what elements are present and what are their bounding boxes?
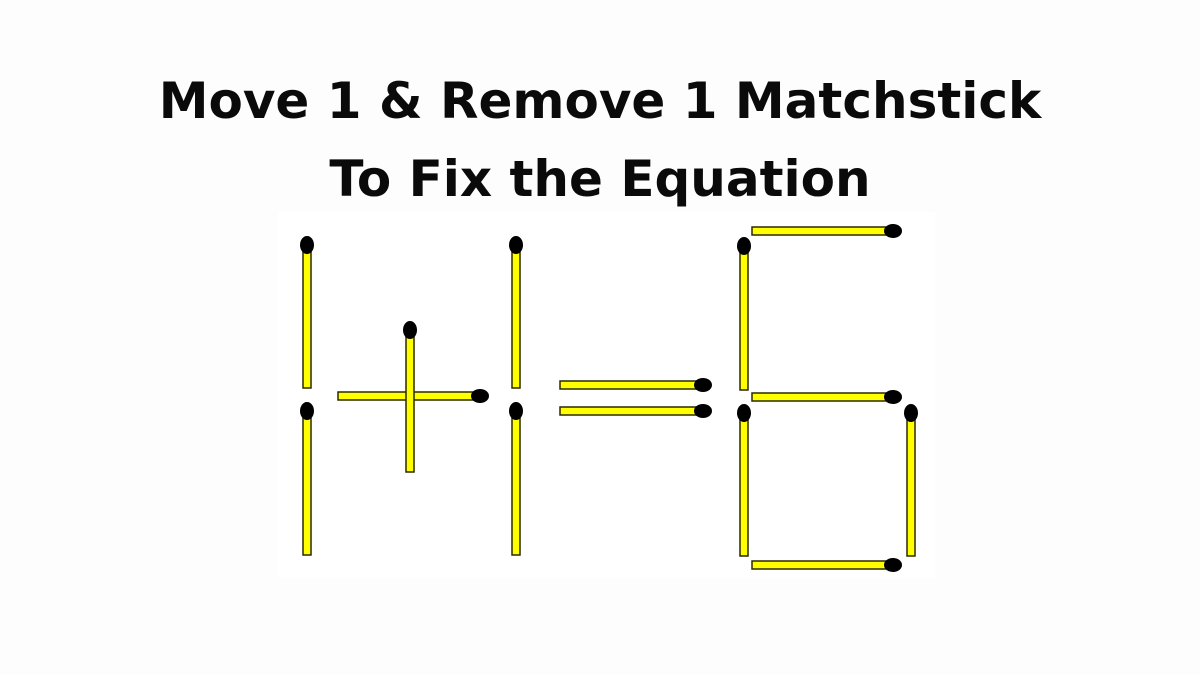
match-head-icon xyxy=(737,404,751,422)
matchstick-plus-vertical xyxy=(403,321,417,473)
matchstick-digit-2-top xyxy=(509,236,523,389)
puzzle-title-line-2: To Fix the Equation xyxy=(329,150,871,208)
match-head-icon xyxy=(904,404,918,422)
puzzle-title-line-1: Move 1 & Remove 1 Matchstick xyxy=(158,72,1042,130)
match-head-icon xyxy=(509,402,523,420)
match-head-icon xyxy=(694,378,712,392)
match-head-icon xyxy=(737,237,751,255)
match-head-icon xyxy=(403,321,417,339)
matchstick-equals-top xyxy=(559,378,712,392)
matchstick-six-middle xyxy=(751,390,902,404)
matchstick-six-lower-left xyxy=(737,404,751,557)
match-head-icon xyxy=(300,402,314,420)
match-head-icon xyxy=(884,558,902,572)
matchstick-six-bottom xyxy=(751,558,902,572)
match-head-icon xyxy=(509,236,523,254)
matchstick-six-lower-right xyxy=(904,404,918,557)
match-head-icon xyxy=(884,224,902,238)
matchstick-six-upper-left xyxy=(737,237,751,391)
match-head-icon xyxy=(300,236,314,254)
matchstick-digit-1-top xyxy=(300,236,314,389)
matchstick-six-top xyxy=(751,224,902,238)
match-head-icon xyxy=(884,390,902,404)
matchstick-digit-2-bottom xyxy=(509,402,523,556)
matchstick-digit-1-bottom xyxy=(300,402,314,556)
match-head-icon xyxy=(694,404,712,418)
matchstick-equals-bottom xyxy=(559,404,712,418)
match-head-icon xyxy=(471,389,489,403)
